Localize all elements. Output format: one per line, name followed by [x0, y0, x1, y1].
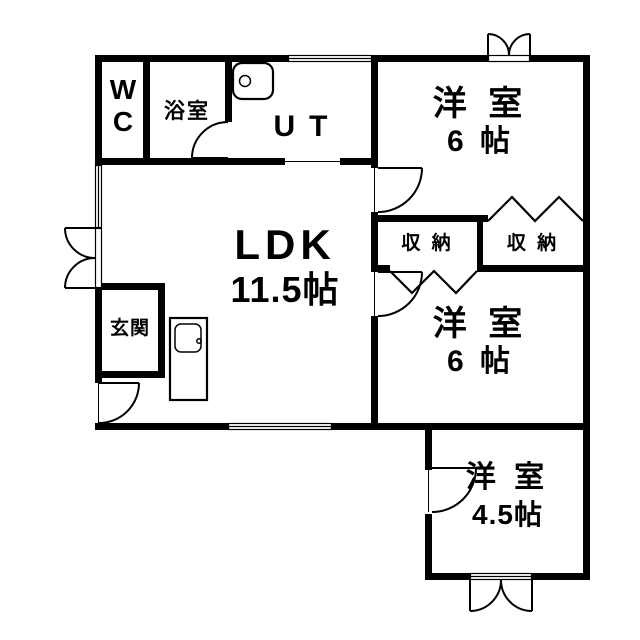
wall-segment [425, 430, 432, 470]
wall-segment [371, 265, 390, 272]
walls [95, 55, 590, 580]
wall-segment [95, 158, 285, 165]
bedroom-top-size: 6 帖 [446, 125, 515, 158]
closet-doors [389, 195, 584, 295]
bottom-outward-doors [469, 579, 533, 612]
left-french-doors [64, 227, 96, 289]
bathtub-drain-icon [238, 74, 252, 88]
faucet-icon [196, 338, 202, 344]
wall-segment [95, 371, 165, 378]
ldk-room-size: 11.5帖 [230, 269, 340, 310]
bath-room-label: 浴室 [164, 100, 210, 123]
closet-bifold-right [487, 195, 584, 223]
wall-segment [371, 55, 378, 168]
wall-segment [143, 62, 150, 158]
wall-segment [332, 423, 590, 430]
bedroom-small-size: 4.5帖 [472, 499, 543, 530]
wall-segment [371, 316, 378, 430]
bathtub-icon [231, 61, 275, 101]
bedroom-small-door [431, 467, 477, 513]
closet-bifold-left [389, 269, 478, 295]
window [94, 227, 103, 289]
kitchen-counter [168, 316, 209, 402]
entrance-room-label: 玄関 [109, 318, 150, 339]
bedroom-middle-door [377, 271, 423, 317]
wall-segment [95, 55, 288, 62]
storage-right-label: 収 納 [506, 233, 560, 254]
windows [94, 54, 533, 581]
wall-segment [225, 62, 232, 122]
ldk-room-label: LDK [234, 221, 336, 268]
wall-segment [532, 573, 590, 580]
wall-segment [425, 573, 470, 580]
kitchen-sink-icon [174, 323, 202, 353]
wall-segment [372, 55, 488, 62]
wall-segment [477, 265, 590, 272]
wall-segment [477, 215, 483, 272]
wall-segment [371, 212, 378, 272]
bedroom-top-label: 洋 室 [432, 85, 529, 123]
wall-segment [583, 55, 590, 580]
wall-segment [371, 215, 488, 222]
top-outward-doors [487, 33, 531, 56]
utility-room-label: UT [273, 110, 342, 143]
bedroom-top-door [377, 167, 423, 213]
wall-segment [95, 423, 228, 430]
wall-segment [340, 158, 378, 165]
wall-segment [95, 55, 102, 165]
entry-door [98, 382, 140, 424]
bedroom-small-label: 洋 室 [465, 461, 550, 494]
wall-segment [158, 283, 165, 378]
window [487, 54, 531, 63]
wall-segment [95, 288, 102, 383]
bath-door [191, 121, 229, 159]
doors [64, 33, 533, 612]
bedroom-middle-label: 洋 室 [432, 305, 529, 343]
wc-room-label: WC [109, 74, 137, 138]
bedroom-middle-size: 6 帖 [446, 345, 515, 378]
wall-segment [95, 283, 165, 290]
fixtures [168, 61, 275, 402]
thresholds [98, 161, 429, 512]
wall-segment [530, 55, 590, 62]
storage-left-label: 収 納 [401, 233, 454, 254]
wall-segment [425, 514, 432, 580]
